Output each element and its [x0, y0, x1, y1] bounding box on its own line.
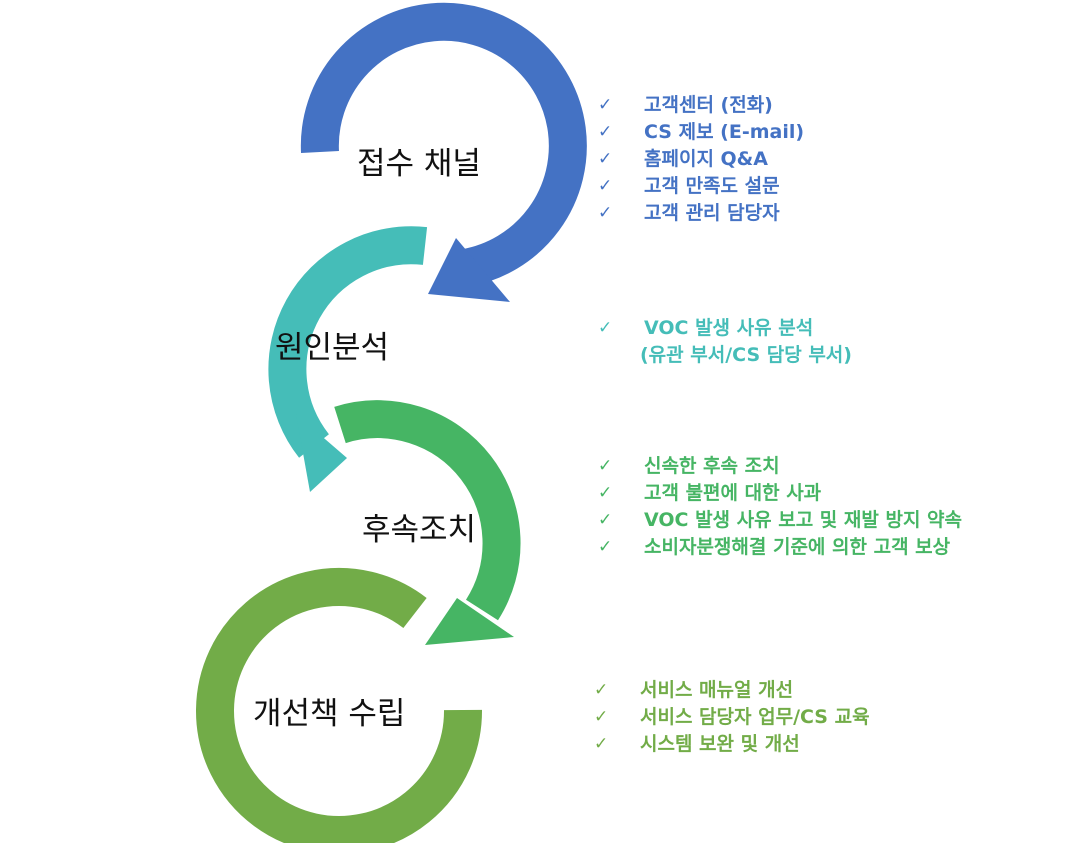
stage-1-arc [300, 2, 587, 287]
list-item: ✓CS 제보 (E-mail) [598, 119, 804, 146]
list-item: ✓소비자분쟁해결 기준에 의한 고객 보상 [598, 534, 962, 561]
check-icon: ✓ [598, 176, 613, 196]
list-item: ✓VOC 발생 사유 분석(유관 부서/CS 담당 부서) [598, 315, 852, 369]
list-item: ✓홈페이지 Q&A [598, 146, 804, 173]
stage-2-label: 원인분석 [275, 330, 390, 366]
check-icon: ✓ [598, 318, 613, 338]
check-icon: ✓ [598, 95, 613, 115]
stage-4-label: 개선책 수립 [253, 696, 406, 732]
check-icon: ✓ [598, 149, 613, 169]
check-icon: ✓ [594, 734, 609, 754]
check-icon: ✓ [598, 203, 613, 223]
stage-1-label: 접수 채널 [357, 146, 481, 182]
check-icon: ✓ [598, 456, 613, 476]
stage-3-label: 후속조치 [362, 512, 477, 548]
stage-3-item-list: ✓신속한 후속 조치 ✓고객 불편에 대한 사과 ✓VOC 발생 사유 보고 및… [598, 453, 962, 561]
check-icon: ✓ [594, 707, 609, 727]
stage-2-item-list: ✓VOC 발생 사유 분석(유관 부서/CS 담당 부서) [598, 315, 852, 369]
check-icon: ✓ [598, 537, 613, 557]
check-icon: ✓ [598, 483, 613, 503]
list-item: ✓고객 불편에 대한 사과 [598, 480, 962, 507]
list-item: ✓VOC 발생 사유 보고 및 재발 방지 약속 [598, 507, 962, 534]
stage-1-item-list: ✓고객센터 (전화) ✓CS 제보 (E-mail) ✓홈페이지 Q&A ✓고객… [598, 92, 804, 227]
list-item: ✓신속한 후속 조치 [598, 453, 962, 480]
check-icon: ✓ [594, 680, 609, 700]
list-item: ✓서비스 담당자 업무/CS 교육 [594, 704, 870, 731]
list-item: ✓시스템 보완 및 개선 [594, 731, 870, 758]
stage-2-arrowhead [296, 414, 347, 492]
stage-4-ring [196, 567, 483, 843]
list-item: ✓고객 만족도 설문 [598, 173, 804, 200]
list-item: ✓고객 관리 담당자 [598, 200, 804, 227]
stage-1-arrowhead [428, 238, 510, 302]
check-icon: ✓ [598, 510, 613, 530]
stage-3-arrowhead [425, 598, 514, 645]
stage-3-arc [334, 400, 521, 621]
list-item: ✓서비스 매뉴얼 개선 [594, 677, 870, 704]
stage-2-arc [268, 226, 428, 458]
stage-4-item-list: ✓서비스 매뉴얼 개선 ✓서비스 담당자 업무/CS 교육 ✓시스템 보완 및 … [594, 677, 870, 758]
list-item-continuation: (유관 부서/CS 담당 부서) [640, 344, 852, 366]
check-icon: ✓ [598, 122, 613, 142]
list-item: ✓고객센터 (전화) [598, 92, 804, 119]
